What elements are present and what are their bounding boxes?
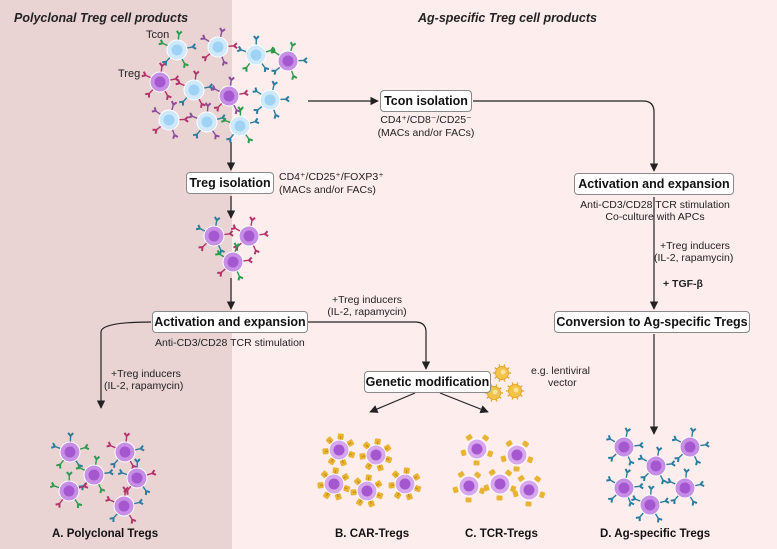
tcon-isolation-box[interactable]: Tcon isolation (380, 90, 472, 112)
lentiviral-vector-1 (493, 364, 511, 382)
stimulation-left: Anti-CD3/CD28 TCR stimulation (155, 337, 305, 349)
tcon-method: (MACs and/or FACs) (377, 127, 475, 139)
caption-polyclonal-tregs: A. Polyclonal Tregs (52, 528, 159, 540)
viral-vector-group (485, 364, 524, 402)
treg-isolation-box[interactable]: Treg isolation (186, 172, 274, 194)
inducers-right: +Treg inducers (660, 240, 730, 252)
car-treg-2 (359, 438, 393, 472)
genetic-modification-box[interactable]: Genetic modification (364, 371, 491, 393)
inducers-mid: +Treg inducers (332, 294, 402, 306)
mixed-cell-2 (200, 27, 238, 66)
arrow-tcon-to-activation (473, 100, 659, 172)
mixed-cell-1 (158, 30, 197, 69)
vector-note-2: vector (548, 377, 577, 389)
ag-specific-treg-6 (631, 485, 670, 523)
polyclonal-heading: Polyclonal Treg cell products (14, 11, 189, 25)
mixed-cell-5 (141, 62, 180, 101)
treg-legend-label: Treg (118, 68, 141, 80)
ag-specific-treg-2 (671, 427, 710, 466)
mixed-cell-4 (270, 41, 308, 81)
treg-markers: CD4⁺/CD25⁺/FOXP3⁺ (279, 171, 384, 183)
tcr-treg-4 (483, 469, 517, 501)
sorted-treg-1 (195, 216, 234, 255)
mixed-cell-11 (220, 106, 260, 144)
polyclonal-treg-1 (50, 432, 90, 470)
sorted-treg-3 (215, 242, 253, 281)
arrow-genetic-to-tcr (439, 392, 489, 414)
polyclonal-treg-4 (117, 458, 157, 496)
lentiviral-vector-2 (485, 384, 503, 402)
inducers-left: +Treg inducers (111, 368, 181, 380)
ag-specific-treg-1 (606, 427, 644, 466)
activation-expansion-left-box[interactable]: Activation and expansion (152, 311, 308, 333)
caption-ag-specific-tregs: D. Ag-specific Tregs (600, 528, 711, 540)
mixed-cell-8 (252, 80, 290, 119)
activation-expansion-right-box[interactable]: Activation and expansion (574, 173, 734, 195)
stimulation-right: Anti-CD3/CD28 TCR stimulation (580, 199, 730, 211)
car-treg-1 (322, 433, 356, 467)
car-treg-4 (350, 474, 384, 508)
polyclonal-treg-6 (105, 486, 144, 524)
tgf-beta-note: + TGF-β (663, 278, 703, 290)
mixed-cell-3 (236, 35, 276, 73)
polyclonal-treg-2 (106, 432, 145, 470)
tcr-treg-3 (452, 471, 486, 503)
arrow-activation-to-genetic (308, 321, 431, 370)
tcr-treg-2 (500, 440, 534, 472)
ag-specific-heading: Ag-specific Treg cell products (418, 11, 597, 25)
mixed-cell-9 (151, 100, 189, 140)
inducers-right-detail: (IL-2, rapamycin) (654, 252, 734, 264)
tcon-markers: CD4⁺/CD8⁻/CD25⁻ (380, 114, 472, 126)
vector-note: e.g. lentiviral (531, 365, 590, 377)
inducers-left-detail: (IL-2, rapamycin) (104, 380, 184, 392)
coculture-note: Co-culture with APCs (605, 211, 705, 223)
inducers-mid-detail: (IL-2, rapamycin) (327, 306, 407, 318)
arrow-layer (96, 96, 659, 435)
mixed-cell-6 (175, 70, 214, 109)
ag-specific-treg-5 (666, 468, 705, 506)
tcon-legend-label: Tcon (146, 29, 170, 41)
treg-method: (MACs and/or FACs) (279, 184, 376, 196)
caption-tcr-tregs: C. TCR-Tregs (465, 528, 538, 540)
arrow-activation-to-polyclonal (96, 321, 152, 409)
car-treg-3 (317, 467, 351, 501)
arrow-genetic-to-car (369, 392, 416, 413)
caption-car-tregs: B. CAR-Tregs (335, 528, 410, 540)
ag-specific-treg-3 (637, 446, 676, 485)
tcr-treg-5 (512, 475, 546, 507)
car-treg-5 (388, 467, 422, 501)
mixed-cell-10 (188, 102, 227, 140)
polyclonal-treg-5 (49, 471, 89, 509)
conversion-box[interactable]: Conversion to Ag-specific Tregs (554, 311, 750, 333)
sorted-treg-2 (230, 216, 269, 255)
cell-layer (49, 27, 710, 524)
polyclonal-treg-3 (75, 455, 114, 494)
mixed-cell-7 (210, 76, 249, 115)
ag-specific-treg-4 (606, 468, 644, 507)
tcr-treg-1 (460, 434, 494, 466)
lentiviral-vector-3 (506, 382, 524, 400)
